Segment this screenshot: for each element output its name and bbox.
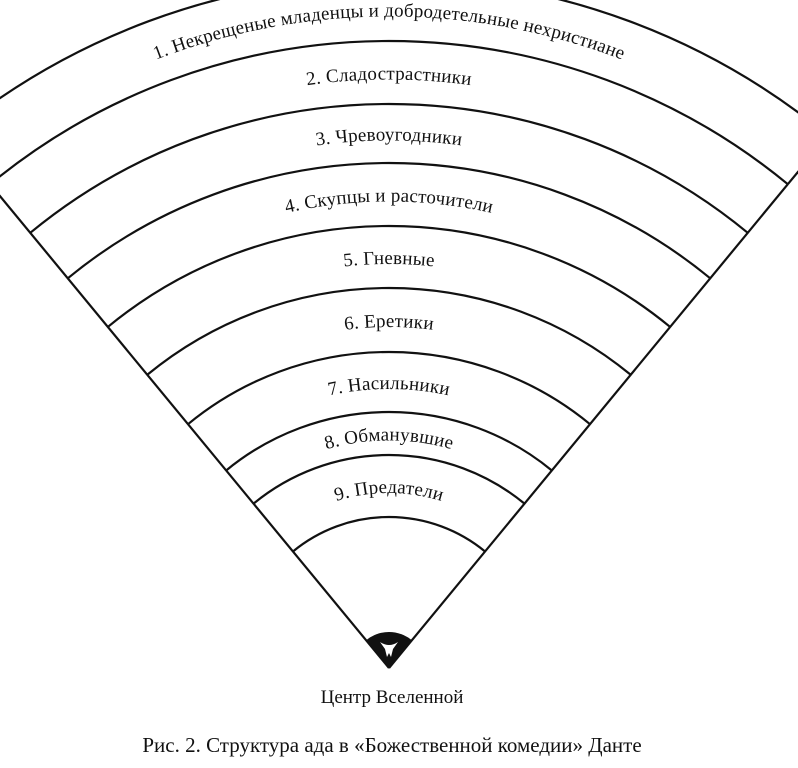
circle-boundary-arc [252, 453, 526, 505]
circle-label-2: 2. Сладострастники [305, 63, 473, 90]
circle-label-7: 7. Насильники [326, 373, 452, 400]
circle-label-6: 6. Еретики [343, 311, 435, 335]
figure-caption: Рис. 2. Структура ада в «Божественной ко… [142, 733, 641, 757]
lucifer-figure [380, 642, 398, 657]
circle-label-1: 1. Некрещеные младенцы и добродетельные … [150, 0, 628, 64]
circle-boundary-arc [292, 515, 486, 553]
circle-label-text: 9. Предатели [332, 477, 446, 506]
circle-boundary-arc [0, 39, 789, 186]
circle-label-5: 5. Гневные [342, 248, 435, 271]
circle-boundary-arc [146, 286, 632, 376]
circle-label-4: 4. Скупцы и расточители [283, 185, 495, 217]
circle-boundary-arc [225, 410, 553, 472]
lucifer-emblem-icon [366, 632, 412, 668]
circle-boundary-arc [29, 102, 749, 234]
funnel-wedge [0, 0, 798, 669]
circle-boundary-arc [187, 350, 591, 426]
circle-label-text: 5. Гневные [342, 248, 435, 271]
funnel-right-edge [388, 183, 789, 669]
circle-label-3: 3. Чревоугодники [314, 124, 463, 150]
funnel-right-edge-outer [786, 170, 798, 185]
circle-labels: 1. Некрещеные младенцы и добродетельные … [150, 0, 628, 506]
circle-boundary-arc [67, 161, 711, 280]
center-label: Центр Вселенной [321, 687, 464, 708]
circle-label-text: 6. Еретики [343, 311, 435, 335]
circle-label-text: 2. Сладострастники [305, 63, 473, 90]
funnel-left-edge [0, 194, 390, 669]
circle-label-text: 8. Обманувшие [322, 424, 456, 454]
circle-outer-arc [0, 0, 798, 114]
circle-label-text: 4. Скупцы и расточители [283, 185, 495, 217]
circle-label-text: 1. Некрещеные младенцы и добродетельные … [150, 0, 627, 64]
circle-boundary-arc [107, 224, 671, 328]
circle-label-9: 9. Предатели [332, 477, 446, 506]
circle-label-8: 8. Обманувшие [322, 424, 456, 454]
circle-label-text: 7. Насильники [326, 373, 452, 400]
circle-label-text: 3. Чревоугодники [314, 124, 463, 150]
